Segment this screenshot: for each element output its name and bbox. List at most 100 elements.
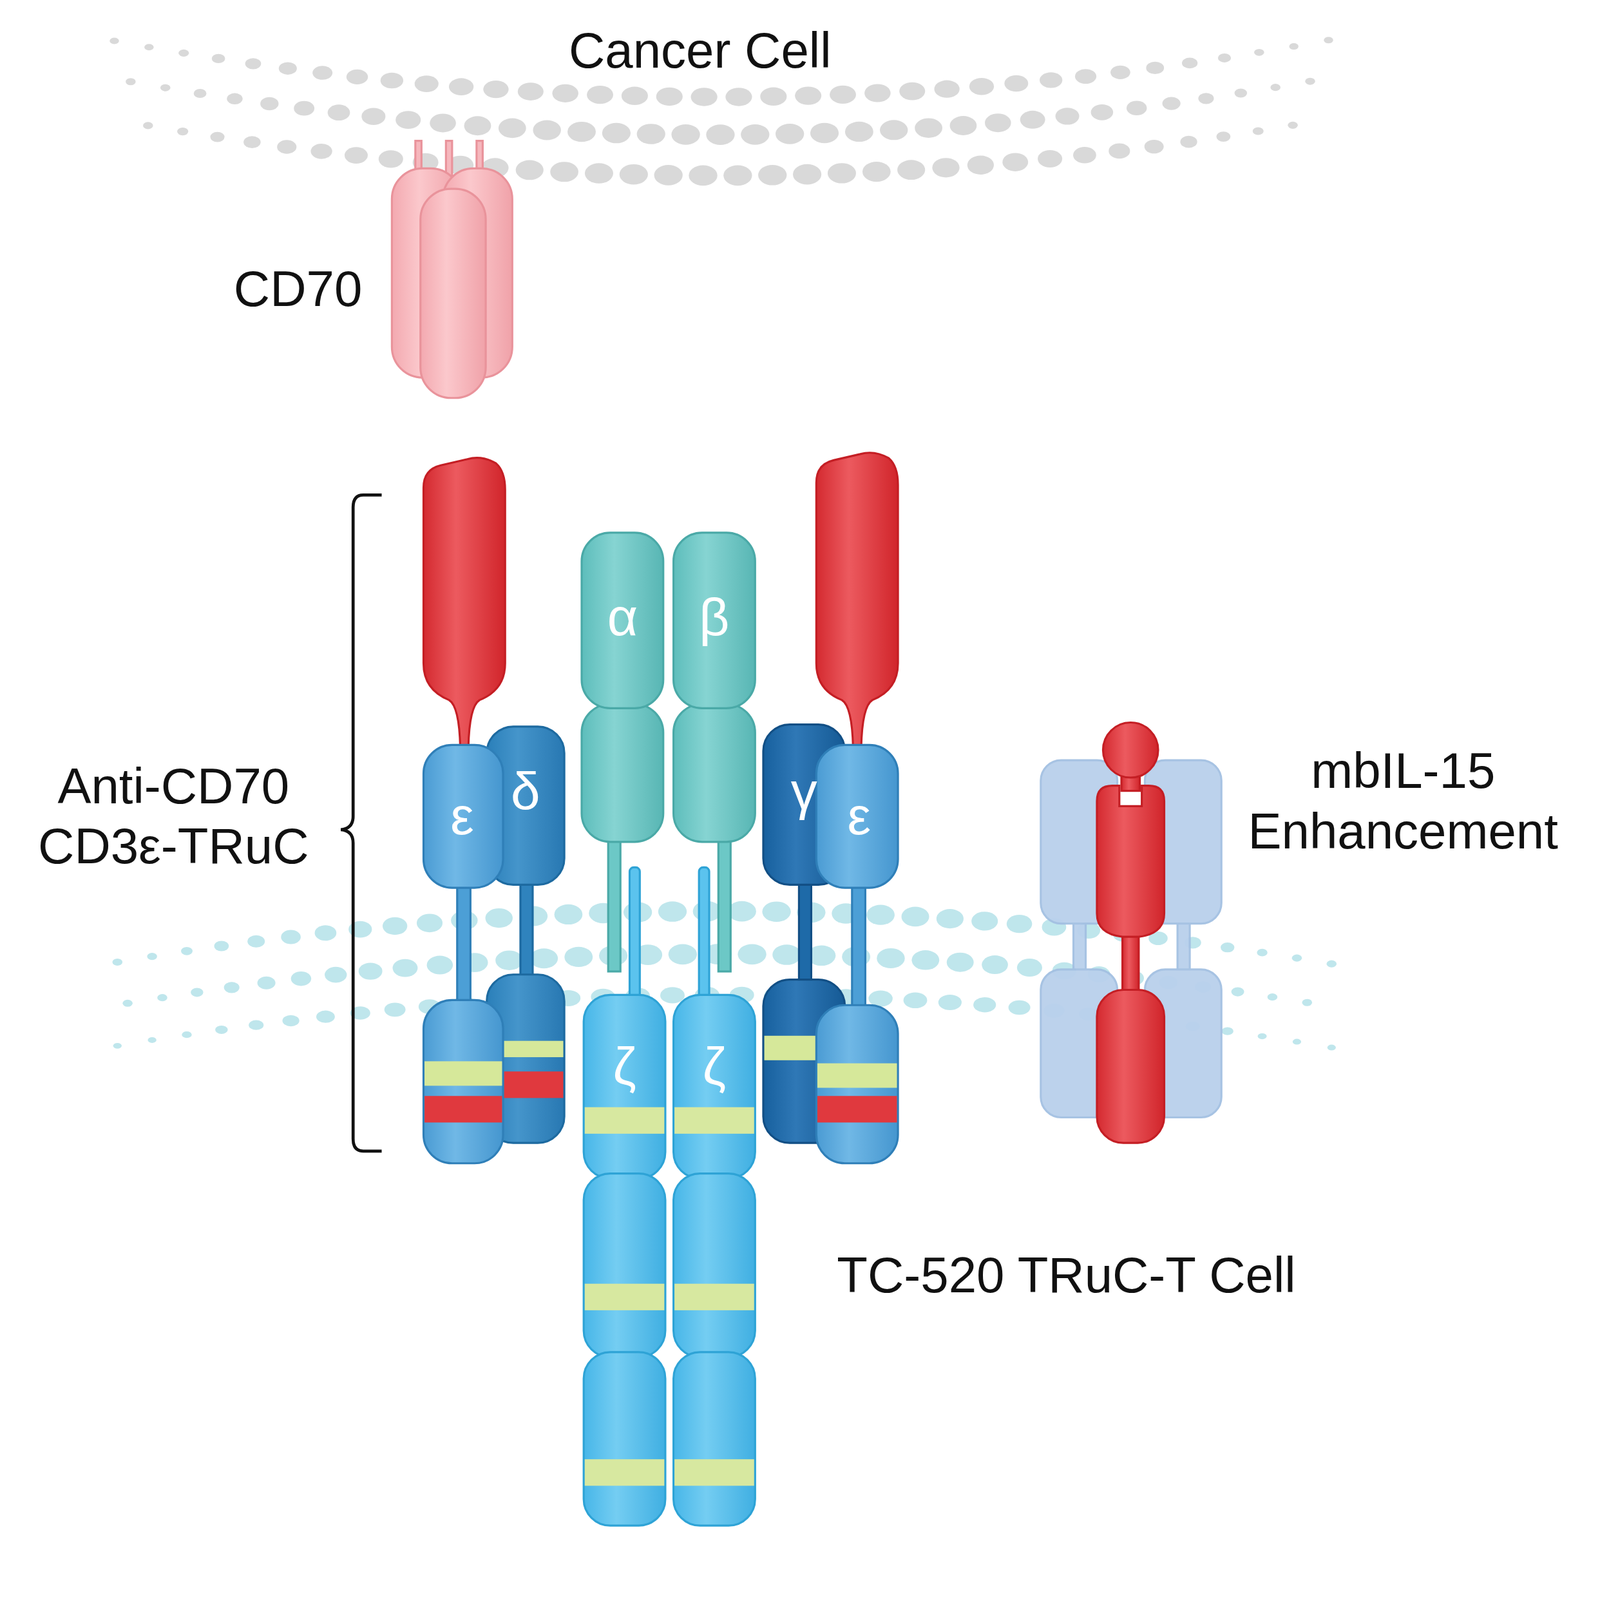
- membrane-dot: [1304, 77, 1316, 86]
- membrane-dot: [668, 944, 697, 965]
- membrane-dot: [213, 940, 229, 951]
- tcr-alpha-beta: [581, 532, 755, 972]
- subunit-label-box: γ: [775, 744, 833, 837]
- membrane-dot: [530, 948, 558, 969]
- bracket: [340, 494, 382, 1152]
- membrane-dot: [1144, 139, 1164, 154]
- membrane-dot: [723, 165, 752, 187]
- membrane-dot: [1037, 150, 1063, 168]
- membrane-dot: [829, 85, 857, 104]
- subunit-label-box: ε: [433, 770, 491, 863]
- membrane-dot: [903, 991, 928, 1009]
- membrane-dot: [984, 113, 1012, 133]
- membrane-dot: [316, 1010, 335, 1023]
- membrane-dot: [1288, 43, 1298, 50]
- membrane-dot: [1256, 948, 1267, 957]
- membrane-dot: [794, 86, 822, 105]
- subunit-label-box: α: [586, 566, 659, 668]
- membrane-dot: [312, 65, 333, 80]
- membrane-dot: [792, 164, 822, 185]
- membrane-dot: [914, 117, 943, 138]
- membrane-dot: [324, 966, 347, 983]
- membrane-dot: [564, 946, 593, 967]
- membrane-dot: [260, 97, 279, 111]
- membrane-dot: [899, 82, 925, 101]
- membrane-dot: [933, 80, 960, 98]
- membrane-dot: [1327, 1044, 1336, 1051]
- membrane-dot: [122, 999, 133, 1007]
- membrane-dot: [257, 976, 276, 990]
- membrane-dot: [483, 80, 509, 98]
- membrane-dot: [448, 77, 474, 96]
- membrane-dot: [380, 72, 404, 89]
- membrane-dot: [879, 119, 908, 140]
- membrane-dot: [658, 901, 687, 922]
- membrane-dot: [660, 986, 685, 1003]
- membrane-dot: [1234, 88, 1248, 98]
- membrane-dot: [178, 49, 189, 57]
- membrane-dot: [247, 935, 265, 948]
- membrane-dot: [293, 101, 315, 116]
- membrane-dot: [810, 123, 839, 144]
- membrane-dot: [378, 150, 404, 168]
- membrane-dot: [1008, 1000, 1031, 1016]
- construct-label: Anti-CD70 CD3ε-TRuC: [18, 756, 328, 877]
- membrane-dot: [775, 123, 804, 145]
- subunit-label-box: β: [678, 566, 750, 668]
- membrane-dot: [112, 958, 124, 966]
- membrane-dot: [1220, 942, 1235, 953]
- membrane-dot: [226, 93, 243, 105]
- membrane-dot: [1181, 57, 1198, 69]
- subunit-letter: ε: [450, 789, 475, 843]
- membrane-dot: [938, 994, 962, 1010]
- title-label: Cancer Cell: [568, 20, 831, 82]
- membrane-dot: [193, 88, 207, 98]
- membrane-dot: [245, 57, 262, 69]
- membrane-dot: [758, 164, 787, 186]
- subunit-letter: α: [607, 590, 638, 644]
- membrane-dot: [291, 971, 312, 987]
- membrane-dot: [845, 121, 874, 142]
- membrane-dot: [876, 948, 905, 969]
- subunit-letter: β: [698, 590, 730, 644]
- subunit-letter: ζ: [612, 1039, 636, 1093]
- membrane-dot: [619, 164, 648, 185]
- membrane-dot: [1091, 104, 1114, 121]
- membrane-dot: [224, 981, 240, 993]
- membrane-dot: [1198, 92, 1214, 104]
- cell-label: TC-520 TRuC-T Cell: [836, 1245, 1296, 1306]
- membrane-dot: [967, 155, 994, 175]
- membrane-dot: [1126, 100, 1148, 116]
- membrane-dot: [653, 164, 683, 186]
- membrane-dot: [1055, 107, 1080, 125]
- membrane-dot: [864, 84, 891, 103]
- membrane-dot: [248, 1019, 264, 1030]
- membrane-dot: [550, 161, 579, 182]
- membrane-dot: [276, 139, 297, 154]
- membrane-dot: [427, 955, 454, 975]
- membrane-dot: [416, 913, 443, 933]
- membrane-dot: [901, 906, 929, 927]
- membrane-dot: [144, 43, 154, 51]
- membrane-dot: [181, 1031, 192, 1038]
- membrane-dot: [554, 904, 583, 925]
- membrane-dot: [344, 146, 368, 164]
- membrane-dot: [358, 962, 383, 980]
- cd3-zeta: [583, 866, 755, 1526]
- membrane-dot: [911, 950, 940, 971]
- membrane-dot: [552, 84, 579, 103]
- membrane-dot: [160, 84, 171, 92]
- membrane-dot: [868, 990, 893, 1007]
- subunit-letter: ε: [847, 789, 872, 843]
- membrane-dot: [772, 944, 801, 965]
- membrane-dot: [147, 1037, 156, 1043]
- membrane-dot: [495, 950, 524, 971]
- membrane-dot: [485, 908, 513, 928]
- subunit-label-box: ε: [830, 770, 889, 863]
- membrane-dot: [760, 87, 787, 106]
- membrane-dot: [973, 997, 996, 1012]
- membrane-dot: [705, 124, 735, 145]
- membrane-dot: [180, 946, 193, 956]
- membrane-dot: [346, 69, 368, 85]
- membrane-dot: [532, 120, 561, 141]
